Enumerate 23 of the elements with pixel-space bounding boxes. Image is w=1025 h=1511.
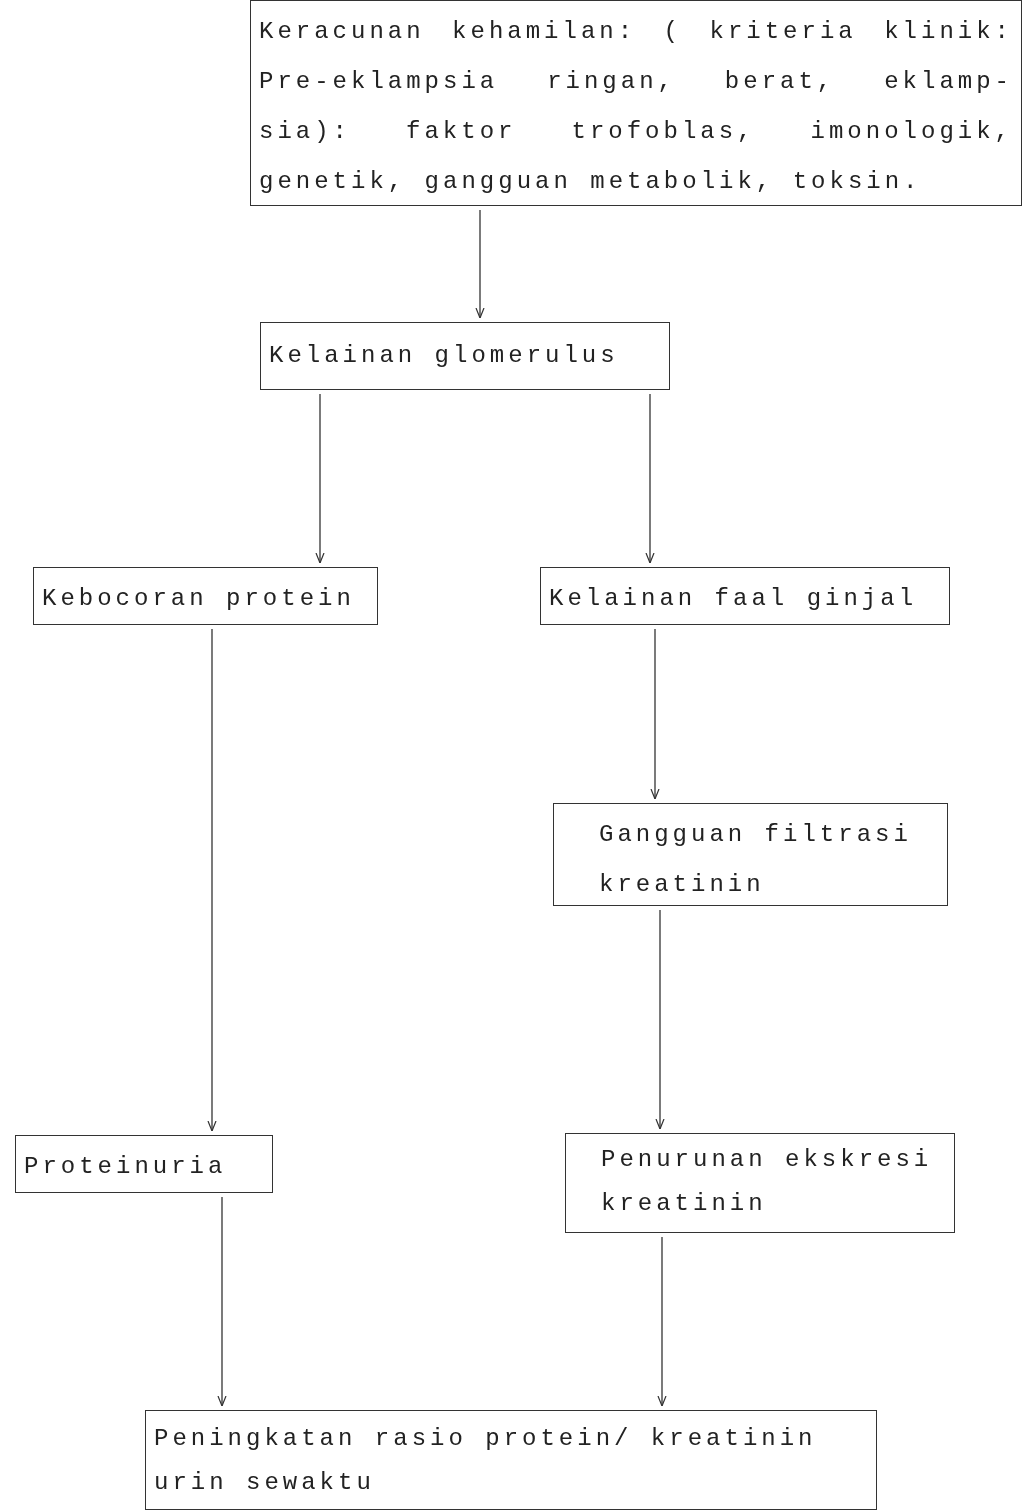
box-text: Keracunan kehamilan: ( kriteria klinik: Pre-eklampsia ringan, berat, eklamp- sia): faktor trofoblas, imonologik, genetik, gangguan metabolik, toksin. [259,17,1013,197]
process-box [33,567,378,625]
process-box [145,1410,877,1510]
box-text: Penurunan ekskresi kreatinin [601,1145,934,1219]
box-text: Proteinuria [24,1152,228,1182]
arrow [645,393,655,564]
box-text: Kelainan glomerulus [269,341,620,371]
arrow [650,628,660,800]
arrow [315,393,325,564]
arrow [657,1236,667,1407]
arrow [207,628,217,1132]
box-text: Peningkatan rasio protein/ kreatinin urin sewaktu [154,1424,818,1498]
process-box [260,322,670,390]
process-box [553,803,948,906]
box-text: Gangguan filtrasi kreatinin [599,820,913,900]
process-box [540,567,950,625]
arrow [475,209,485,319]
process-box [565,1133,955,1233]
box-text: Kebocoran protein [42,584,356,614]
arrow [217,1196,227,1407]
box-text: Kelainan faal ginjal [549,584,919,614]
arrow [655,909,665,1130]
process-box [15,1135,273,1193]
